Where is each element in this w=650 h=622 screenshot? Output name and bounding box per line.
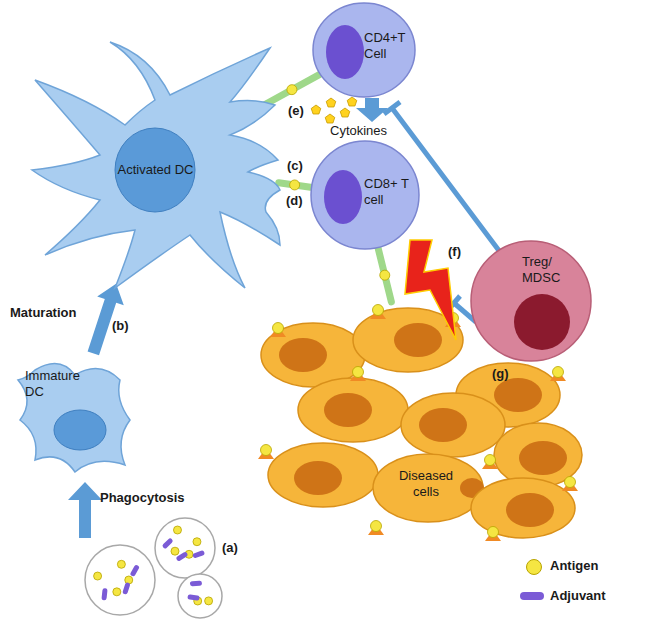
dendritic-cell-body: [32, 42, 280, 288]
antigen-dot: [117, 560, 125, 568]
nucleus: [326, 25, 364, 79]
cell-label: CD4+T Cell: [364, 30, 414, 62]
cytokine: [347, 97, 357, 106]
antigen-dot: [125, 576, 133, 584]
antigen-dot: [353, 367, 364, 378]
adjuvant-rod: [192, 550, 205, 559]
nucleus: [419, 408, 467, 442]
callout-letter: (e): [288, 103, 304, 119]
diseased-cell: [268, 443, 378, 507]
cytokine-arrow: [356, 98, 388, 122]
t-cell: CD4+T Cell: [312, 2, 416, 98]
antigen-dot: [553, 367, 564, 378]
antigen-dot: [205, 597, 213, 605]
antigen-dot: [371, 521, 382, 532]
particle: [155, 518, 215, 578]
diseased-cell-cluster: Diseased cells: [258, 300, 583, 540]
nucleus: [519, 441, 567, 475]
antigen-dot: [380, 270, 390, 280]
adjuvant-rod: [187, 594, 200, 601]
cell-label: CD8+ T cell: [364, 176, 416, 208]
nucleus: [394, 323, 442, 357]
antigen-dot: [113, 588, 121, 596]
nucleus: [514, 294, 570, 350]
antigen-dot: [287, 85, 297, 95]
cytokine: [326, 98, 336, 107]
dendritic-cell-body: [18, 364, 130, 472]
antigen-dot: [488, 527, 499, 538]
cytokine: [340, 108, 350, 117]
cell-label: Diseased cells: [386, 468, 466, 500]
diseased-cell: [471, 478, 575, 538]
callout-letter: (b): [112, 318, 129, 334]
adjuvant-rod: [130, 564, 140, 577]
diseased-cell: [401, 393, 505, 457]
adjuvant-rod: [190, 581, 202, 587]
diseased-cell: [373, 454, 483, 522]
legend-swatch-rod: [520, 592, 544, 600]
immature-dc: Immature DC: [15, 350, 133, 475]
diseased-cell: [353, 308, 463, 372]
cell-label: Immature DC: [25, 368, 91, 400]
nucleus: [324, 393, 372, 427]
diseased-cell: [298, 378, 408, 442]
particle-group: [85, 518, 222, 618]
callout-letter: (c): [287, 158, 303, 174]
antigen-dot: [173, 526, 181, 534]
callout-letter: (f): [448, 244, 461, 260]
cell-label: Activated DC: [108, 162, 203, 178]
callout-letter: (d): [286, 193, 303, 209]
adjuvant-rod: [101, 588, 107, 600]
cell-label: Treg/ MDSC: [522, 254, 584, 286]
cytokine-group: [311, 97, 357, 123]
particle: [85, 545, 155, 615]
legend-text: Antigen: [550, 558, 598, 574]
t-cell: CD8+ T cell: [310, 140, 420, 250]
particle: [178, 574, 222, 618]
cell-shape: [258, 300, 583, 540]
adjuvant-rod: [122, 582, 130, 595]
callout-letter: (a): [222, 540, 238, 556]
antigen-dot: [273, 323, 284, 334]
phagocytosis-arrow: [68, 482, 102, 538]
antigen-dot: [565, 477, 576, 488]
process-label: Phagocytosis: [100, 490, 185, 506]
nucleus: [494, 378, 542, 412]
edge-label: Maturation: [10, 305, 76, 321]
antigen-dot: [290, 180, 300, 190]
antigen-dot: [193, 538, 201, 546]
legend-swatch-circle: [526, 559, 542, 575]
adjuvant-rod: [162, 537, 174, 549]
antigen-dot: [448, 313, 459, 324]
inhibition-bar: [384, 102, 400, 114]
callout-letter: (g): [492, 366, 509, 382]
diseased-cell: [494, 423, 582, 487]
cytokine: [311, 105, 321, 114]
antigen-dot: [373, 305, 384, 316]
nucleus: [324, 170, 362, 224]
receptor-synapse: [265, 75, 320, 105]
receptor-synapse: [378, 248, 391, 302]
nucleus: [506, 493, 554, 527]
t-cell-body: [311, 141, 419, 249]
treg-cell: Treg/ MDSC: [470, 240, 592, 362]
treg-body: [471, 241, 591, 361]
antigen-dot: [261, 445, 272, 456]
antigen-dot: [94, 572, 102, 580]
nucleus: [294, 461, 342, 495]
process-label: Cytokines: [330, 123, 387, 139]
nucleus: [54, 410, 106, 450]
antigen-dot: [485, 455, 496, 466]
nucleus: [279, 338, 327, 372]
t-cell-body: [313, 3, 415, 97]
legend-text: Adjuvant: [550, 588, 606, 604]
cytokine: [325, 114, 335, 123]
activated-dc: Activated DC: [30, 40, 280, 290]
antigen-dot: [171, 547, 179, 555]
